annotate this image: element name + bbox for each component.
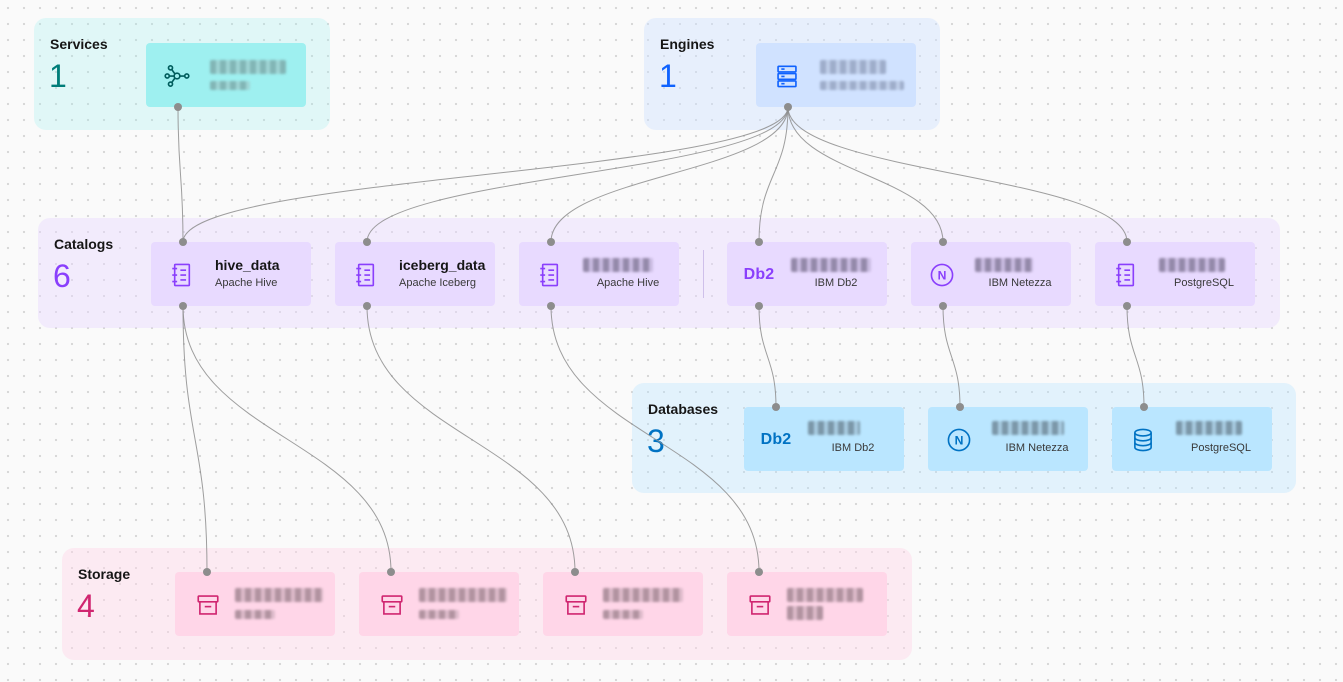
archive-box-icon xyxy=(379,592,405,618)
connection-point[interactable] xyxy=(1123,238,1131,246)
databases-count: 3 xyxy=(647,423,665,459)
storage-count: 4 xyxy=(77,588,95,624)
connection-point[interactable] xyxy=(755,238,763,246)
storage-node-4[interactable] xyxy=(727,572,887,636)
services-group-title: Services xyxy=(50,36,108,52)
db2-logo: Db2 xyxy=(758,427,794,453)
redacted-catalog-name xyxy=(791,258,871,272)
catalogs-count: 6 xyxy=(53,258,71,294)
catalog-type: Apache Hive xyxy=(215,277,278,289)
storage-node-2[interactable] xyxy=(359,572,519,636)
catalog-type: IBM Db2 xyxy=(814,277,858,289)
redacted-storage-name xyxy=(235,588,323,602)
connection-point[interactable] xyxy=(772,403,780,411)
db2-logo: Db2 xyxy=(741,262,777,288)
redacted-storage-detail xyxy=(603,610,643,619)
catalog-type: IBM Netezza xyxy=(988,277,1052,289)
connection-point[interactable] xyxy=(755,568,763,576)
connection-point[interactable] xyxy=(179,238,187,246)
connection-point[interactable] xyxy=(1123,302,1131,310)
redacted-storage-name xyxy=(787,588,863,602)
catalog-node-netezza[interactable]: N IBM Netezza xyxy=(911,242,1071,306)
engine-node[interactable] xyxy=(756,43,916,107)
catalog-type: Apache Hive xyxy=(596,277,660,289)
connection-point[interactable] xyxy=(174,103,182,111)
connection-point[interactable] xyxy=(363,238,371,246)
connection-point[interactable] xyxy=(547,302,555,310)
redacted-database-name xyxy=(808,421,860,435)
redacted-storage-detail xyxy=(419,610,459,619)
db2-logo-text: Db2 xyxy=(760,431,792,448)
netezza-icon-letter: N xyxy=(938,268,947,282)
catalog-type: PostgreSQL xyxy=(1174,277,1234,289)
storage-group-title: Storage xyxy=(78,566,131,582)
service-node[interactable] xyxy=(146,43,306,107)
connection-point[interactable] xyxy=(179,302,187,310)
redacted-service-detail xyxy=(210,81,250,90)
catalog-name: hive_data xyxy=(215,257,280,273)
network-service-icon xyxy=(164,63,190,89)
engines-group-title: Engines xyxy=(660,36,715,52)
connection-point[interactable] xyxy=(1140,403,1148,411)
catalog-divider xyxy=(703,250,704,298)
connection-point[interactable] xyxy=(571,568,579,576)
database-type: IBM Db2 xyxy=(831,442,875,454)
connection-point[interactable] xyxy=(956,403,964,411)
archive-box-icon xyxy=(747,592,773,618)
catalog-icon xyxy=(537,262,563,288)
connector-line xyxy=(182,305,208,573)
catalog-type: Apache Iceberg xyxy=(399,277,477,289)
catalog-node-hive-data[interactable]: hive_data Apache Hive xyxy=(151,242,311,306)
database-node-netezza[interactable]: N IBM Netezza xyxy=(928,407,1088,471)
redacted-catalog-name xyxy=(1159,258,1225,272)
catalog-node-iceberg-data[interactable]: iceberg_data Apache Iceberg xyxy=(335,242,495,306)
database-icon xyxy=(1130,427,1156,453)
catalog-icon xyxy=(1113,262,1139,288)
redacted-service-name xyxy=(210,60,286,74)
connection-point[interactable] xyxy=(939,302,947,310)
connection-point[interactable] xyxy=(363,302,371,310)
connection-point[interactable] xyxy=(784,103,792,111)
catalog-node-db2[interactable]: Db2 IBM Db2 xyxy=(727,242,887,306)
database-type: PostgreSQL xyxy=(1191,442,1251,454)
connector-line xyxy=(182,305,392,573)
storage-node-1[interactable] xyxy=(175,572,335,636)
services-count: 1 xyxy=(49,58,67,94)
redacted-catalog-name xyxy=(583,258,653,272)
archive-box-icon xyxy=(563,592,589,618)
catalog-node-postgresql[interactable]: PostgreSQL xyxy=(1095,242,1255,306)
connection-point[interactable] xyxy=(939,238,947,246)
redacted-storage-name xyxy=(603,588,683,602)
database-node-db2[interactable]: Db2 IBM Db2 xyxy=(744,407,904,471)
redacted-engine-detail xyxy=(820,81,904,90)
catalog-icon xyxy=(353,262,379,288)
archive-box-icon xyxy=(195,592,221,618)
redacted-storage-detail xyxy=(787,606,823,620)
engines-count: 1 xyxy=(659,58,677,94)
redacted-database-name xyxy=(1176,421,1242,435)
catalog-node-hive-redacted[interactable]: Apache Hive xyxy=(519,242,679,306)
redacted-storage-detail xyxy=(235,610,275,619)
server-engine-icon xyxy=(774,63,800,89)
catalog-name: iceberg_data xyxy=(399,257,486,273)
redacted-catalog-name xyxy=(975,258,1033,272)
redacted-database-name xyxy=(992,421,1064,435)
connection-point[interactable] xyxy=(547,238,555,246)
netezza-icon-letter: N xyxy=(955,433,964,447)
connection-point[interactable] xyxy=(387,568,395,576)
connector-line xyxy=(366,305,576,573)
connection-point[interactable] xyxy=(755,302,763,310)
database-type: IBM Netezza xyxy=(1005,442,1069,454)
db2-logo-text: Db2 xyxy=(743,266,775,283)
netezza-icon: N xyxy=(929,262,955,288)
database-node-postgresql[interactable]: PostgreSQL xyxy=(1112,407,1272,471)
redacted-engine-name xyxy=(820,60,886,74)
databases-group-title: Databases xyxy=(648,401,719,417)
connection-point[interactable] xyxy=(203,568,211,576)
storage-node-3[interactable] xyxy=(543,572,703,636)
redacted-storage-name xyxy=(419,588,507,602)
catalog-icon xyxy=(169,262,195,288)
netezza-icon: N xyxy=(946,427,972,453)
catalogs-group-title: Catalogs xyxy=(54,236,114,252)
